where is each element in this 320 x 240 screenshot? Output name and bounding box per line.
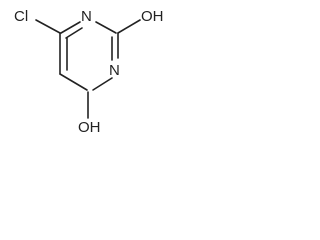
bond-n3-c4 <box>92 77 113 91</box>
bond-c6-n1 <box>60 21 81 34</box>
bond-n1-c2 <box>95 21 117 34</box>
atom-label-hydroxyl-4: OH <box>78 119 101 136</box>
atom-label-nitrogen-1: N <box>81 8 92 25</box>
chemical-structure: Cl N OH N OH <box>14 8 164 136</box>
bond-c4-c5 <box>59 73 88 91</box>
bond-c2-oh <box>117 19 141 34</box>
bond-c6-cl <box>35 19 61 34</box>
atom-label-chlorine: Cl <box>14 8 28 25</box>
atom-label-nitrogen-3: N <box>109 62 120 79</box>
bond-c6-n1-double <box>65 27 83 39</box>
atom-label-hydroxyl-2: OH <box>141 8 164 25</box>
